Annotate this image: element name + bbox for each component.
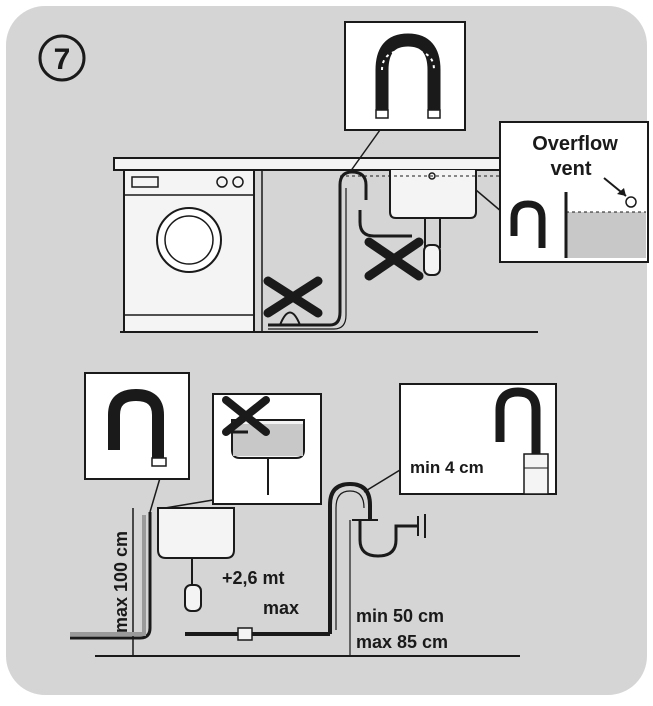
wall-siphon bbox=[352, 514, 426, 558]
hose-hook-icon-bottom bbox=[108, 388, 164, 462]
hose-hook-icon bbox=[375, 33, 441, 118]
plus-2-6mt-label: +2,6 mt bbox=[222, 568, 285, 588]
hose-joint bbox=[237, 627, 253, 641]
step-number: 7 bbox=[54, 43, 71, 76]
cross-mark-sink bbox=[222, 396, 270, 436]
callout-hose-hook-top bbox=[344, 21, 466, 131]
standpipe-icon bbox=[523, 453, 549, 495]
top-sink bbox=[358, 170, 477, 276]
hose-end-icon bbox=[510, 200, 546, 248]
sink-water bbox=[566, 212, 646, 258]
hose-in-standpipe-icon bbox=[495, 387, 541, 468]
step-badge: 7 bbox=[38, 34, 86, 82]
max-label: max bbox=[263, 598, 299, 618]
max-85cm-label: max 85 cm bbox=[356, 632, 448, 652]
callout-min-4cm: min 4 cm bbox=[399, 383, 557, 495]
max-100cm-label: max 100 cm bbox=[111, 531, 131, 633]
washing-machine bbox=[123, 169, 255, 333]
countertop bbox=[113, 157, 507, 171]
vent-label: vent bbox=[550, 158, 591, 180]
callout-hose-hook-bottom bbox=[84, 372, 190, 480]
floor-hose-loop bbox=[279, 311, 301, 326]
cross-mark-siphon bbox=[364, 237, 424, 281]
callout-overflow-vent: Overflow vent bbox=[499, 121, 649, 263]
left-drain-hose bbox=[70, 512, 152, 640]
cross-mark-floor bbox=[263, 276, 323, 318]
overflow-label: Overflow bbox=[532, 133, 618, 155]
bottom-sink bbox=[157, 507, 235, 612]
callout-wrong-sink bbox=[212, 393, 322, 505]
min-50cm-label: min 50 cm bbox=[356, 606, 444, 626]
panel-background bbox=[4, 4, 649, 697]
standpipe-hose bbox=[328, 481, 372, 634]
vent-hole-icon bbox=[625, 196, 637, 208]
min-4cm-label: min 4 cm bbox=[410, 458, 484, 477]
